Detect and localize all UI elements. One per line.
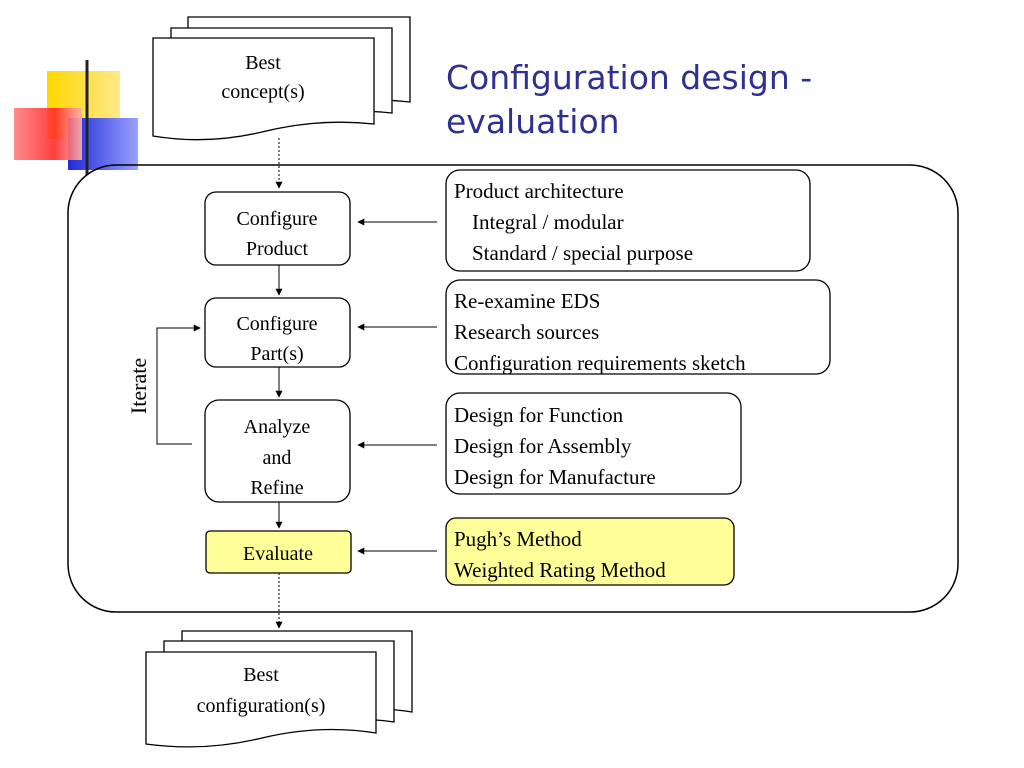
output-document-stack: Best configuration(s) <box>145 630 413 748</box>
info-2-line-2: Research sources <box>454 320 599 344</box>
info-box-product-architecture: Product architecture Integral / modular … <box>445 169 811 272</box>
corner-decoration <box>14 60 1000 175</box>
output-doc-line-1: Best <box>243 664 279 686</box>
step-2-line-2: Part(s) <box>250 343 303 365</box>
step-3-line-1: Analyze <box>244 416 311 438</box>
info-1-line-1: Product architecture <box>454 179 624 203</box>
process-container <box>67 164 959 613</box>
input-document <box>152 37 375 141</box>
info-4-line-1: Pugh’s Method <box>454 527 582 551</box>
input-document-stack: Best concept(s) <box>152 16 411 141</box>
info-2-line-1: Re-examine EDS <box>454 289 600 313</box>
info-4-line-2: Weighted Rating Method <box>454 558 666 582</box>
output-document <box>145 651 377 748</box>
step-configure-product: Configure Product <box>204 191 351 266</box>
output-doc-line-2: configuration(s) <box>197 695 326 717</box>
title-line-1: Configuration design - <box>446 58 813 97</box>
title-line-2: evaluation <box>446 102 620 141</box>
step-1-line-2: Product <box>246 238 309 260</box>
info-box-design-for: Design for Function Design for Assembly … <box>445 392 742 495</box>
step-configure-parts: Configure Part(s) <box>204 297 351 368</box>
info-1-line-3: Standard / special purpose <box>472 241 693 265</box>
step-3-line-2: and <box>263 447 292 469</box>
input-doc-line-2: concept(s) <box>221 81 304 103</box>
info-2-line-3: Configuration requirements sketch <box>454 351 746 375</box>
input-doc-line-1: Best <box>245 52 281 74</box>
step-1-line-1: Configure <box>236 208 317 230</box>
step-2-line-1: Configure <box>236 313 317 335</box>
info-box-evaluation-methods: Pugh’s Method Weighted Rating Method <box>445 517 735 586</box>
step-4-line-1: Evaluate <box>243 543 313 565</box>
info-3-line-3: Design for Manufacture <box>454 465 656 489</box>
iterate-arrow <box>156 324 201 445</box>
step-3-line-3: Refine <box>250 477 303 499</box>
info-3-line-2: Design for Assembly <box>454 434 632 458</box>
step-evaluate: Evaluate <box>205 530 352 574</box>
iterate-label: Iterate <box>126 358 151 414</box>
info-box-re-examine: Re-examine EDS Research sources Configur… <box>445 279 831 375</box>
page-title: Configuration design - evaluation <box>446 56 1006 144</box>
step-analyze-refine: Analyze and Refine <box>204 399 351 503</box>
iterate-loop: Iterate <box>126 324 201 445</box>
info-1-line-2: Integral / modular <box>472 210 624 234</box>
deco-red-square <box>14 108 82 160</box>
info-3-line-1: Design for Function <box>454 403 624 427</box>
